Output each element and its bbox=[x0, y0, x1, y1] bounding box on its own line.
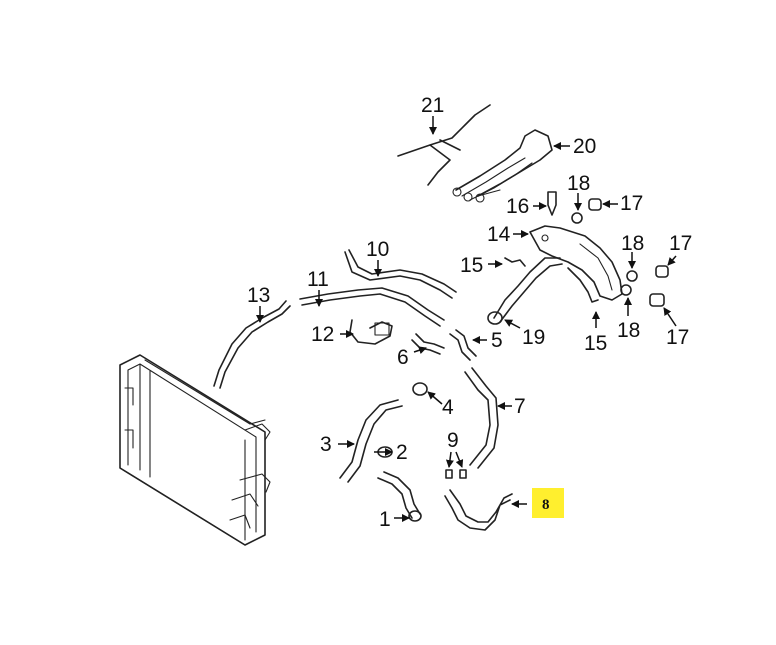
callout-13: 13 bbox=[247, 284, 270, 307]
callout-4: 4 bbox=[442, 396, 454, 419]
plug-17c bbox=[649, 293, 665, 307]
hose-5 bbox=[449, 329, 477, 361]
callout-8-highlighted[interactable]: 8 bbox=[542, 497, 550, 513]
sensor-15b bbox=[567, 267, 599, 303]
plug-17b bbox=[655, 265, 669, 278]
pipe-8 bbox=[444, 489, 513, 531]
plug-17a bbox=[588, 198, 602, 211]
callout-5: 5 bbox=[491, 329, 503, 352]
seal-18b bbox=[626, 270, 638, 282]
seal-18c bbox=[620, 284, 632, 296]
sensor-16 bbox=[547, 191, 557, 216]
manifold-20 bbox=[452, 129, 553, 203]
clip-9b bbox=[459, 469, 467, 479]
hose-19 bbox=[493, 257, 563, 323]
callout-16: 16 bbox=[506, 195, 529, 218]
hose-13 bbox=[213, 300, 291, 389]
housing-14 bbox=[529, 225, 623, 301]
callout-12: 12 bbox=[311, 323, 334, 346]
callout-21: 21 bbox=[421, 94, 444, 117]
callout-6: 6 bbox=[397, 346, 409, 369]
callout-20: 20 bbox=[573, 135, 596, 158]
callout-7: 7 bbox=[514, 395, 526, 418]
callout-2: 2 bbox=[396, 441, 408, 464]
callout-18c: 18 bbox=[617, 319, 640, 342]
callout-10: 10 bbox=[366, 238, 389, 261]
callout-17a: 17 bbox=[620, 192, 643, 215]
valve-12 bbox=[349, 319, 393, 345]
sensor-15a bbox=[504, 257, 526, 267]
pipe-7 bbox=[464, 367, 499, 469]
hose-3 bbox=[339, 399, 403, 483]
callout-1: 1 bbox=[379, 508, 391, 531]
pipe-10 bbox=[344, 249, 457, 299]
leader-lines bbox=[256, 116, 677, 522]
callout-17b: 17 bbox=[669, 232, 692, 255]
clip-9a bbox=[445, 469, 453, 479]
clamp-4 bbox=[412, 382, 428, 396]
callout-18a: 18 bbox=[567, 172, 590, 195]
callout-17c: 17 bbox=[666, 326, 689, 349]
callout-15b: 15 bbox=[584, 332, 607, 355]
highlight-box bbox=[532, 488, 564, 518]
callout-18b: 18 bbox=[621, 232, 644, 255]
pipe-11 bbox=[299, 287, 445, 327]
callout-19: 19 bbox=[522, 326, 545, 349]
bracket-21 bbox=[397, 104, 491, 186]
radiator bbox=[119, 354, 271, 546]
seal-18a bbox=[571, 212, 583, 224]
hose-1 bbox=[377, 471, 421, 519]
callout-9: 9 bbox=[447, 429, 459, 452]
callout-15a: 15 bbox=[460, 254, 483, 277]
callout-3: 3 bbox=[320, 433, 332, 456]
callout-11: 11 bbox=[307, 268, 329, 291]
callout-14: 14 bbox=[487, 223, 511, 246]
